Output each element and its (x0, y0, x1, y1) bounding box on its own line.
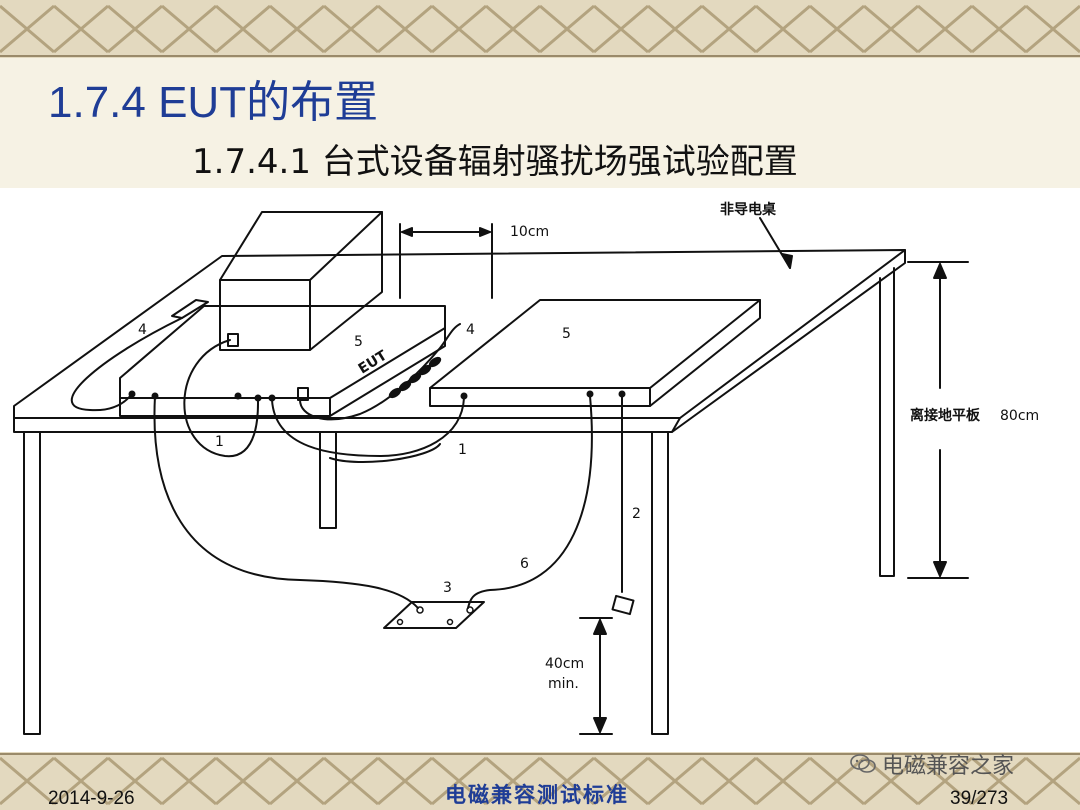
label-callout-4: 4 (466, 322, 475, 338)
label-40cm: 40cm (545, 656, 584, 672)
page-number: 39/273 (950, 788, 1009, 809)
test-setup-diagram: 10cm 非导电桌 离接地平板 80cm EUT 40cm min. 1 1 2… (0, 188, 1080, 754)
label-callout-1: 1 (458, 442, 467, 458)
cable-4-left (70, 317, 183, 412)
table-leg (23, 431, 41, 735)
label-min: min. (548, 676, 579, 692)
slide-date: 2014-9-26 (48, 788, 135, 809)
slide-subtitle: 1.7.4.1 台式设备辐射骚扰场强试验配置 (192, 142, 798, 182)
watermark: 电磁兼容之家 (850, 748, 1014, 780)
label-callout-5: 5 (562, 326, 571, 342)
cable-6 (153, 395, 419, 609)
label-non-conductive-table: 非导电桌 (720, 201, 777, 218)
slide-title: 1.7.4 EUT的布置 (48, 78, 379, 127)
table-leg (319, 431, 337, 529)
label-callout-2: 2 (632, 506, 641, 522)
cable-loop-1 (183, 339, 260, 458)
ground-plate-left (119, 305, 446, 399)
label-callout-3: 3 (443, 580, 452, 596)
label-callout-6: 6 (520, 556, 529, 572)
chat-bubble-icon (850, 754, 876, 773)
ground-point-plate (383, 601, 485, 629)
top-decorative-band (0, 0, 1080, 58)
bottom-decorative-band (0, 752, 1080, 810)
label-callout-1: 1 (215, 434, 224, 450)
label-callout-4: 4 (138, 322, 147, 338)
table-leg (651, 431, 669, 735)
label-80cm: 80cm (1000, 408, 1039, 424)
label-callout-5: 5 (354, 334, 363, 350)
table-top (13, 249, 906, 419)
watermark-text: 电磁兼容之家 (882, 754, 1015, 779)
eut-box (219, 279, 311, 351)
ground-plate-right (429, 299, 761, 389)
label-10cm: 10cm (510, 224, 549, 240)
label-height-from-ground-plane: 离接地平板 (910, 407, 981, 424)
footer-title: 电磁兼容测试标准 (445, 783, 629, 807)
cable-loop-1-right (271, 397, 465, 457)
table-leg (879, 267, 895, 577)
table-setup-drawing: 10cm 非导电桌 离接地平板 80cm EUT 40cm min. 1 1 2… (13, 201, 1039, 735)
